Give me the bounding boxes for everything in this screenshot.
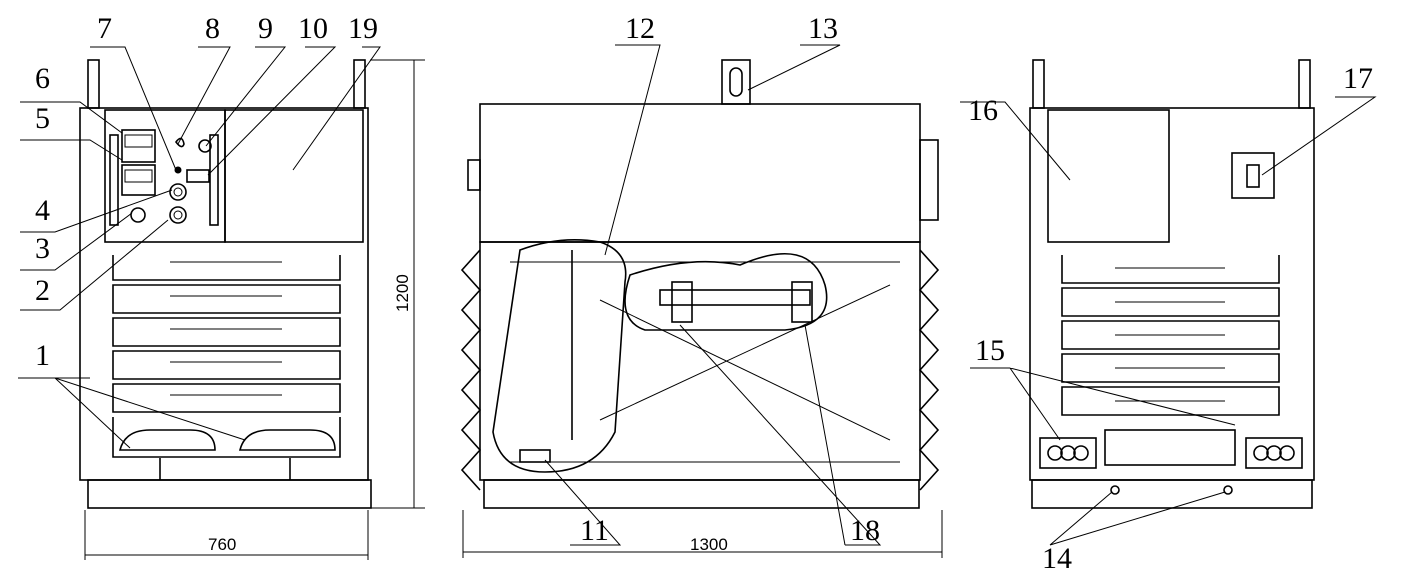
dimension-lines bbox=[84, 59, 943, 560]
rear-cover-16 bbox=[1047, 109, 1170, 243]
button-2 bbox=[169, 206, 187, 224]
meter-5 bbox=[121, 164, 156, 196]
callout-15: 15 bbox=[975, 334, 1005, 367]
meter-6 bbox=[121, 129, 156, 163]
button-4-inner bbox=[173, 187, 183, 197]
terminal-10 bbox=[186, 169, 210, 183]
rear-left-post bbox=[1032, 59, 1045, 109]
callout-11: 11 bbox=[580, 514, 609, 547]
side-handle-left bbox=[467, 159, 481, 191]
lamp-9 bbox=[198, 139, 212, 153]
terminal-block-1b bbox=[238, 429, 336, 451]
dimension-labels: 760 1300 1200 bbox=[208, 274, 728, 554]
callout-18: 18 bbox=[850, 514, 880, 547]
front-base bbox=[87, 479, 372, 509]
callout-6: 6 bbox=[35, 62, 50, 95]
switch-3 bbox=[130, 207, 146, 223]
busbar-11 bbox=[519, 449, 551, 463]
button-2-inner bbox=[173, 210, 183, 220]
terminal-block-1a bbox=[118, 429, 216, 451]
lifting-eye-13-hole bbox=[729, 67, 743, 97]
ground-terminal-14b bbox=[1223, 485, 1233, 495]
callout-17: 17 bbox=[1343, 62, 1373, 95]
rear-base bbox=[1031, 479, 1313, 509]
callout-14: 14 bbox=[1042, 542, 1072, 575]
rear-louvres bbox=[1061, 255, 1280, 416]
side-view bbox=[460, 59, 940, 509]
rear-view bbox=[1029, 59, 1315, 509]
rear-vent-lower bbox=[1104, 429, 1236, 466]
callout-12: 12 bbox=[625, 12, 655, 45]
cutaway-detail-11-12 bbox=[492, 238, 627, 473]
right-cooling-fins bbox=[918, 249, 940, 491]
leader-lines bbox=[18, 44, 1377, 546]
right-lifting-post bbox=[353, 59, 366, 109]
panel-cover-19 bbox=[224, 109, 364, 243]
front-cabinet-body bbox=[79, 107, 369, 481]
callout-9: 9 bbox=[258, 12, 273, 45]
callout-8: 8 bbox=[205, 12, 220, 45]
panel-rail-left bbox=[109, 134, 119, 226]
ground-terminal-14a bbox=[1110, 485, 1120, 495]
callout-5: 5 bbox=[35, 102, 50, 135]
callout-2: 2 bbox=[35, 274, 50, 307]
rear-right-post bbox=[1298, 59, 1311, 109]
dim-side-width: 1300 bbox=[690, 535, 728, 554]
switch-box-17 bbox=[1231, 152, 1275, 199]
clamp-18b bbox=[791, 281, 813, 323]
callout-19: 19 bbox=[348, 12, 378, 45]
side-top-section bbox=[479, 103, 921, 243]
left-lifting-post bbox=[87, 59, 100, 109]
side-bottom-section bbox=[479, 241, 921, 481]
cable-gland-15b bbox=[1245, 437, 1303, 469]
meter-5-window bbox=[124, 169, 153, 183]
button-4 bbox=[169, 183, 187, 201]
panel-rail-right bbox=[209, 134, 219, 226]
meter-6-window bbox=[124, 134, 153, 148]
callout-13: 13 bbox=[808, 12, 838, 45]
clamp-18a bbox=[671, 281, 693, 323]
front-louvres bbox=[112, 255, 341, 458]
callout-4: 4 bbox=[35, 194, 50, 227]
front-view bbox=[79, 59, 372, 509]
lifting-eye-13 bbox=[721, 59, 751, 105]
side-base bbox=[483, 479, 920, 509]
callout-1: 1 bbox=[35, 339, 50, 372]
callout-10: 10 bbox=[298, 12, 328, 45]
rear-cabinet-body bbox=[1029, 107, 1315, 481]
left-cooling-fins bbox=[460, 249, 482, 491]
side-handle-right bbox=[919, 139, 939, 221]
dim-height: 1200 bbox=[393, 274, 412, 312]
dim-front-width: 760 bbox=[208, 535, 236, 554]
callout-labels: 1 2 3 4 5 6 7 8 9 10 19 12 13 16 17 15 1… bbox=[35, 12, 1373, 575]
callout-16: 16 bbox=[968, 94, 998, 127]
indicator-7 bbox=[174, 166, 182, 174]
callout-7: 7 bbox=[97, 12, 112, 45]
cutaway-detail-18 bbox=[624, 252, 828, 331]
knob-8 bbox=[174, 137, 185, 148]
switch-17-lever bbox=[1246, 164, 1260, 188]
cable-gland-15a bbox=[1039, 437, 1097, 469]
transformer-rail bbox=[659, 289, 811, 306]
callout-3: 3 bbox=[35, 232, 50, 265]
